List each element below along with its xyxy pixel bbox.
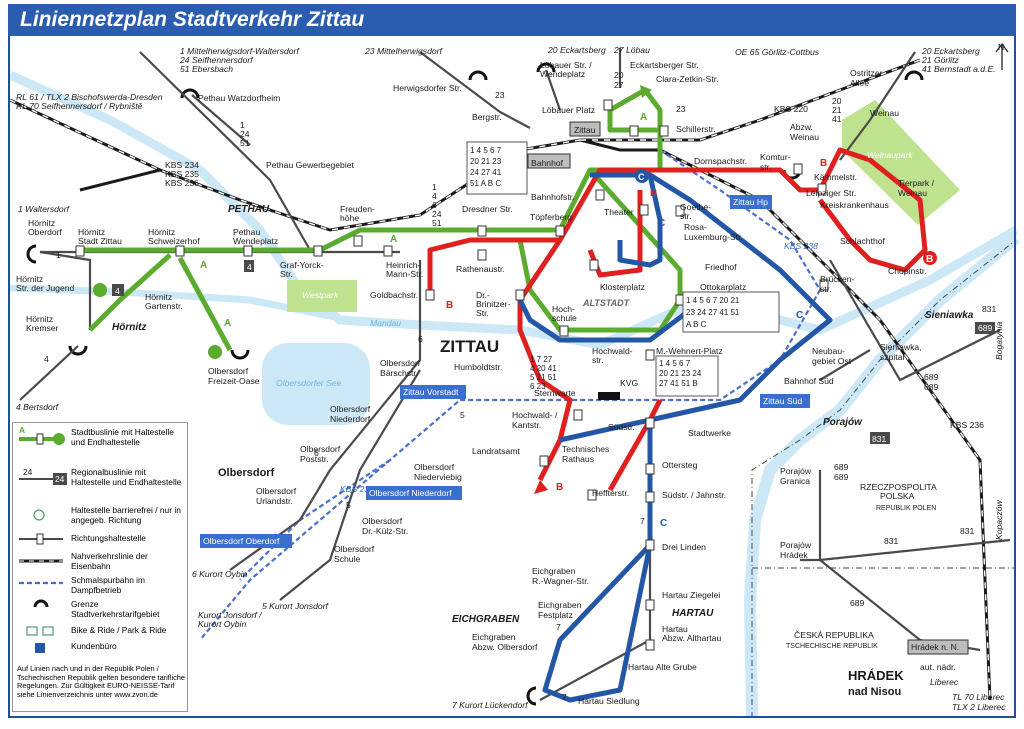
legend-sym: A [19, 425, 25, 435]
legend-kunden: Kundenbüro [71, 641, 187, 651]
legend-sym: 24 [23, 467, 33, 477]
legend-bike: Bike & Ride / Park & Ride [71, 625, 187, 635]
legend-nahverkehr: Nahverkehrslinie der Eisenbahn [71, 551, 187, 571]
legend-sym: 24 [55, 474, 65, 484]
wheelchair-icon [34, 510, 44, 520]
legend-note: Auf Linien nach und in der Republik Pole… [17, 665, 187, 699]
legend: A Stadtbuslinie mit Haltestelle und Endh… [12, 422, 188, 712]
legend-schmalspur: Schmalspurbahn im Dampfbetrieb [71, 575, 187, 595]
legend-stadtbus: Stadtbuslinie mit Haltestelle und Endhal… [71, 427, 187, 447]
map-title: Liniennetzplan Stadtverkehr Zittau [8, 4, 1016, 36]
legend-richtung: Richtungshaltestelle [71, 533, 187, 543]
park-ride-icon [43, 627, 53, 635]
legend-terminal-icon [53, 433, 65, 445]
legend-canvas: A Stadtbuslinie mit Haltestelle und Endh… [13, 423, 189, 713]
kundenbuero-icon [35, 643, 45, 653]
bike-ride-icon [27, 627, 37, 635]
legend-regional: Regionalbuslinie mit Haltestelle und End… [71, 467, 187, 487]
legend-grenze-icon [35, 601, 47, 607]
legend-barrierefrei: Haltestelle barrierefrei / nur in angege… [71, 505, 187, 525]
legend-grenze: Grenze Stadtverkehrstarifgebiet [71, 599, 187, 619]
